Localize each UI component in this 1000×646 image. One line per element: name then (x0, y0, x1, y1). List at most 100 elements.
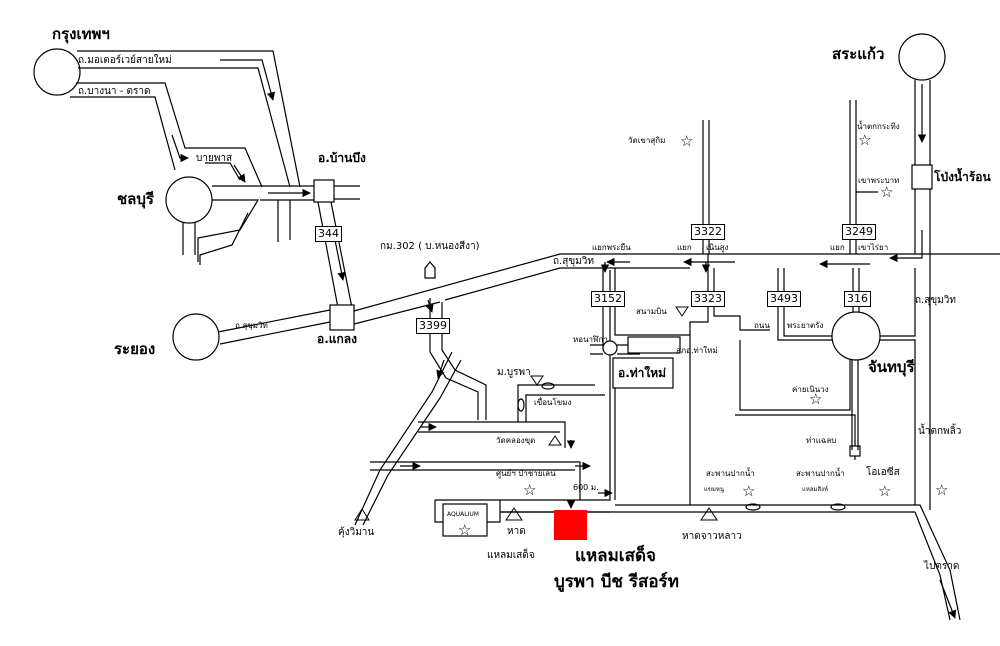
route-number-3493: 3493 (767, 291, 801, 307)
landmark-label: ท่าแฉลบ (806, 436, 837, 445)
landmark-label: โอเอซีส (866, 467, 900, 478)
junction-label: ถนน (754, 321, 770, 330)
destination-title: แหลมเสด็จ (575, 546, 656, 566)
road-label-to-trat: ไปตราด (924, 561, 960, 572)
junction-label: แยก (830, 243, 845, 252)
road-bangna-trat (70, 82, 263, 188)
direction-arrow (171, 134, 189, 163)
landmark-label: สะพานปากน้ำ (796, 469, 845, 478)
direction-arrow (889, 230, 923, 263)
star-icon: ☆ (523, 481, 536, 499)
route-number-344: 344 (315, 226, 342, 242)
town-label-ban-bueng: อ.บ้านบึง (318, 151, 366, 165)
landmark-label: แหลมเสด็จ (487, 550, 535, 561)
road-label-sukhumvit: ถ.สุขุมวิท (915, 295, 956, 306)
star-icon: ☆ (742, 482, 755, 500)
landmark-label: น้ำตกพลิ้ว (918, 426, 962, 437)
junction-label: เขาไร่ยา (858, 243, 889, 252)
junction-label: เนินสูง (706, 243, 729, 252)
junction-label: พระยาตรัง (787, 321, 824, 330)
route-number-3322: 3322 (691, 224, 725, 240)
destination-marker (554, 510, 587, 540)
town-label-tha-mai: อ.ท่าใหม่ (618, 366, 667, 380)
city-circle-chanthaburi (831, 311, 881, 361)
road-label-sukhumvit: ถ.สุขุมวิท (553, 256, 594, 267)
road-west (354, 351, 462, 526)
direction-arrow (334, 239, 346, 281)
tha-chalaep-box (849, 445, 861, 457)
city-label-bangkok: กรุงเทพฯ (52, 25, 110, 43)
route-number-3399: 3399 (416, 318, 450, 334)
route-number-3323: 3323 (691, 291, 725, 307)
clock-tower-roundabout (602, 340, 618, 356)
city-circle-rayong (172, 313, 220, 361)
triangle-icon (700, 507, 718, 521)
junction-label: แยก (677, 243, 692, 252)
km-marker-icon (424, 261, 436, 279)
aquarium-label: AQUALIUM (447, 511, 479, 518)
direction-arrow (233, 164, 246, 183)
city-label-chanthaburi: จันทบุรี (868, 358, 915, 376)
city-circle-sakaeo (898, 33, 946, 81)
junction-label: หอนาฬิกา (573, 335, 608, 344)
triangle-icon (548, 435, 562, 446)
route-number-3152: 3152 (591, 291, 625, 307)
road-local-east (735, 340, 856, 460)
road-sakaeo (914, 80, 931, 510)
triangle-down-icon (530, 375, 544, 386)
city-label-sakaeo: สระแก้ว (832, 45, 885, 63)
junction-klaeng (329, 304, 355, 331)
star-icon: ☆ (680, 132, 693, 150)
landmark-label: วัดเขาสุกิม (628, 136, 666, 145)
road-bypass (205, 162, 241, 181)
route-number-3249: 3249 (842, 224, 876, 240)
road-label-motorway: ถ.มอเตอร์เวย์สายใหม่ (78, 55, 172, 66)
town-label-klaeng: อ.แกลง (317, 332, 357, 346)
landmark-label: เขื่อนโขมง (534, 398, 572, 407)
route-number-316: 316 (844, 291, 871, 307)
road-motorway (77, 50, 301, 188)
junction-label: สภอ.ท่าใหม่ (676, 346, 718, 355)
star-icon: ☆ (458, 521, 471, 539)
landmark-label: หาดจาวหลาว (682, 531, 742, 542)
destination-subtitle: บูรพา บีช รีสอร์ท (554, 572, 679, 592)
star-icon: ☆ (935, 481, 948, 499)
road-label-bypass: บายพาส (196, 153, 233, 164)
star-icon: ☆ (878, 482, 891, 500)
direction-arrow (425, 299, 434, 313)
direction-arrow (220, 59, 276, 101)
city-label-rayong: ระยอง (114, 340, 156, 358)
landmark-label: แขมหนู (704, 486, 724, 493)
triangle-icon (505, 507, 523, 521)
landmark-label: ม.บูรพา (497, 367, 531, 378)
direction-arrow (436, 359, 445, 379)
junction-label: สนามบิน (636, 307, 667, 316)
town-label-pong-nam-ron: โป่งน้ำร้อน (934, 170, 991, 184)
city-label-chonburi: ชลบุรี (117, 190, 154, 208)
road-local (370, 421, 581, 500)
road-chanthaburi (851, 268, 916, 505)
road-label-bangna-trat: ถ.บางนา - ตราด (78, 86, 151, 97)
direction-arrow (939, 579, 957, 619)
landmark-label: หาด (507, 526, 526, 537)
star-icon: ☆ (880, 183, 893, 201)
road-label-km302: กม.302 ( บ.หนองสีงา) (380, 241, 480, 252)
junction-tha-mai (612, 357, 674, 389)
landmark-label: ศูนย์ฯ ป่าชายเลน (496, 469, 556, 478)
aquarium-box (442, 503, 488, 537)
road-3399 (429, 298, 487, 420)
road-3152 (602, 268, 690, 350)
junction-label: แยกพระยืน (592, 243, 631, 252)
star-icon: ☆ (858, 131, 871, 149)
star-icon: ☆ (809, 390, 822, 408)
triangle-down-icon (675, 306, 689, 317)
landmark-label: วัดคลองขุด (496, 436, 536, 445)
landmark-label: ค่ายเนินวง (792, 385, 829, 394)
road-burapha (517, 384, 605, 422)
road-chonburi-network (182, 185, 315, 265)
landmark-label: น้ำตกกระทิง (857, 122, 900, 131)
road-sukhumvit-rayong (217, 309, 331, 345)
city-circle-chonburi (165, 176, 213, 224)
road-344 (317, 201, 353, 309)
